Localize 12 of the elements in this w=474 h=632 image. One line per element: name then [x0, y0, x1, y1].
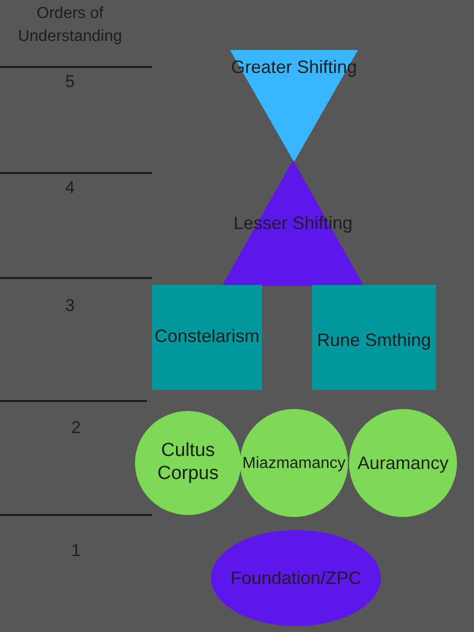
level-number: 2: [70, 417, 82, 439]
level-number: 4: [64, 177, 76, 199]
node-label: Rune Smthing: [316, 329, 432, 352]
node-label: Auramancy: [356, 452, 450, 475]
node-label: Foundation/ZPC: [229, 567, 363, 590]
level-number: 5: [64, 71, 76, 93]
node-label: Cultus Corpus: [156, 439, 220, 485]
level-number: 3: [64, 295, 76, 317]
node-label: Constelarism: [153, 325, 261, 348]
level-number: 1: [70, 540, 82, 562]
node-label: Miazmamancy: [241, 454, 347, 474]
column-heading: Orders of Understanding: [16, 4, 124, 47]
